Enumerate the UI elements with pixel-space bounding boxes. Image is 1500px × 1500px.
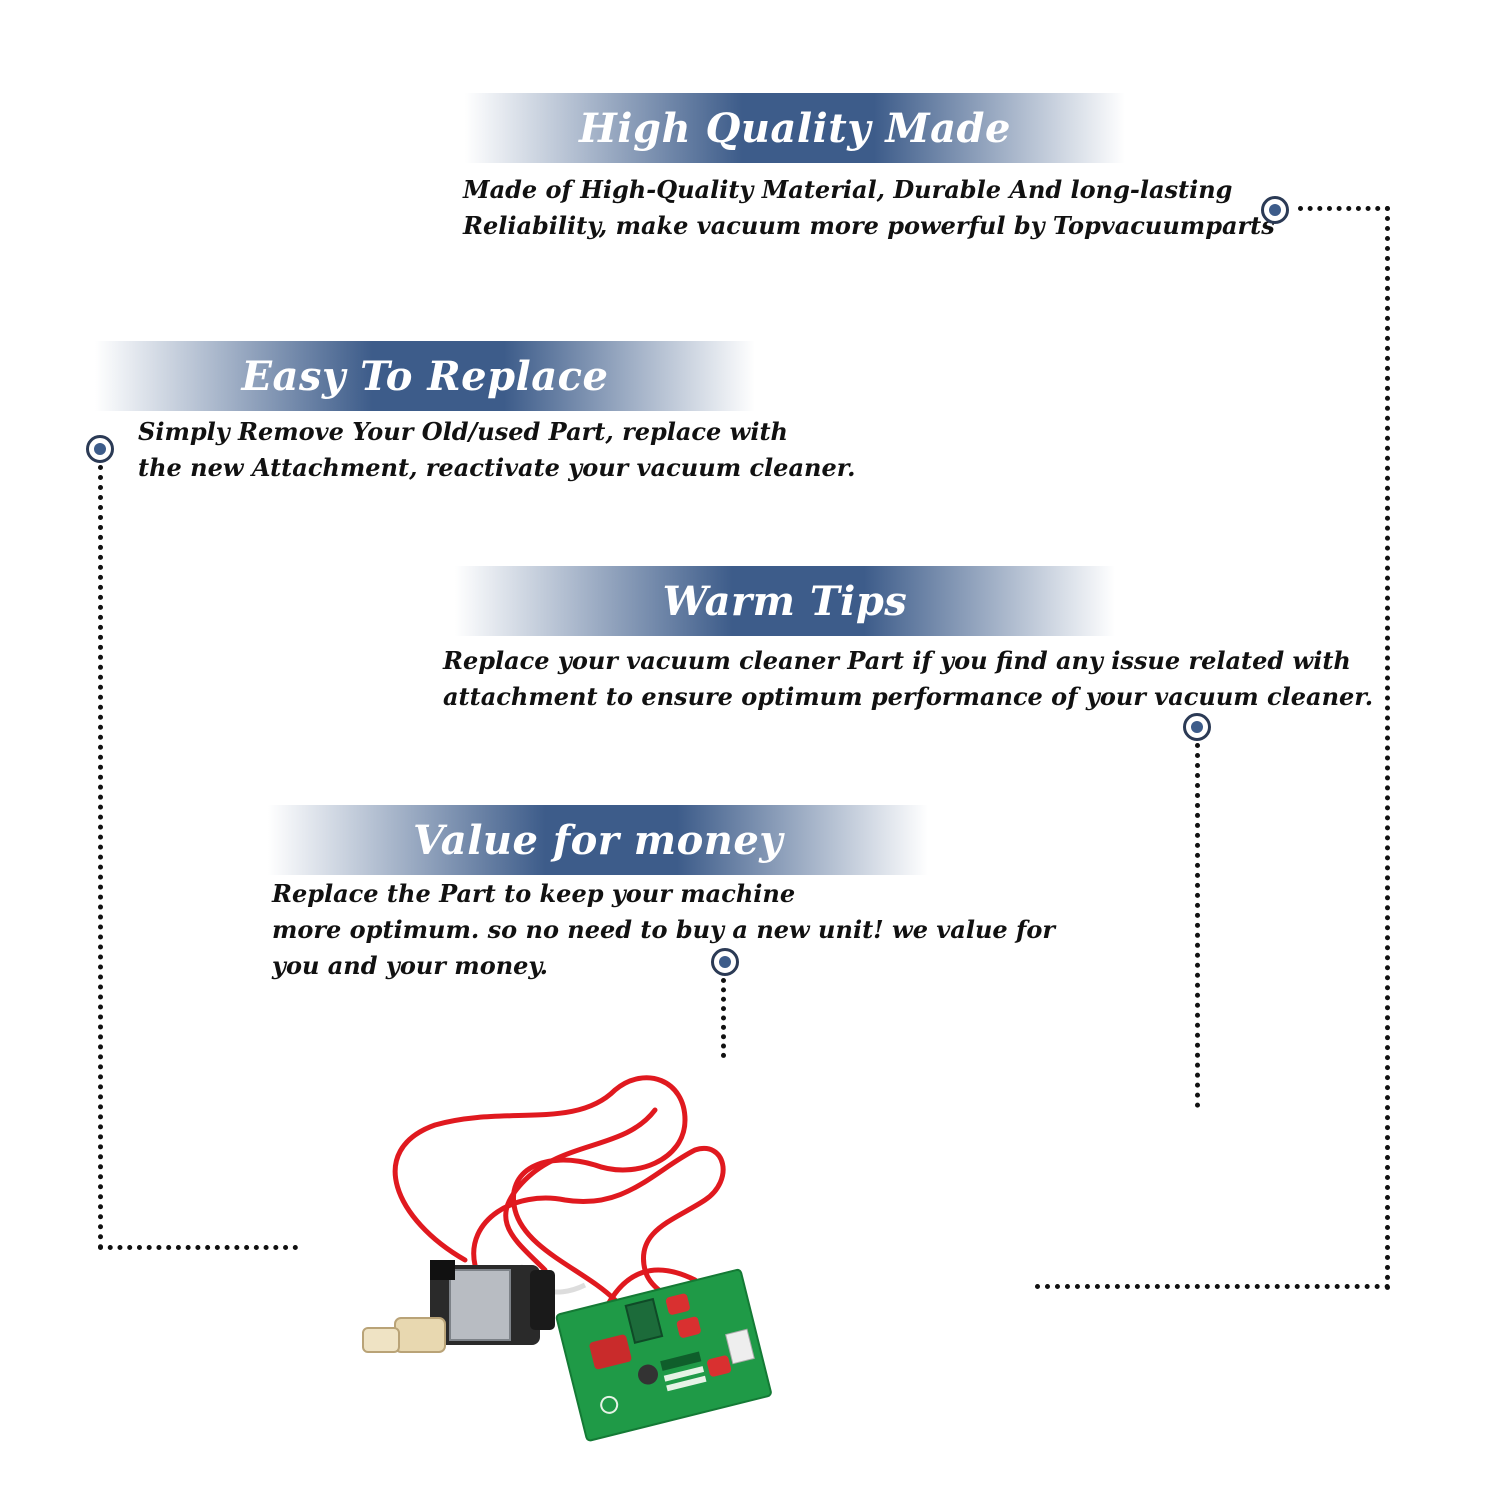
section-description: Replace the Part to keep your machine mo… [272,879,1055,980]
connector-line [1035,1284,1390,1294]
pump-body [362,1260,555,1353]
banner-high-quality: High Quality Made [465,93,1125,163]
marker-value-money [711,948,739,976]
banner-easy-replace: Easy To Replace [95,341,755,411]
section-title: Value for money [412,816,784,864]
connector-line [1298,206,1390,216]
connector-line [721,978,731,1058]
circuit-board [555,1268,772,1442]
section-description: Made of High-Quality Material, Durable A… [463,175,1275,240]
section-description: Replace your vacuum cleaner Part if you … [443,646,1374,711]
section-title: High Quality Made [579,104,1011,152]
banner-value-money: Value for money [268,805,928,875]
banner-warm-tips: Warm Tips [455,566,1115,636]
connector-line [98,1245,298,1255]
section-description: Simply Remove Your Old/used Part, replac… [138,417,856,482]
section-title: Easy To Replace [241,352,609,400]
connector-line [98,465,108,1250]
marker-high-quality [1261,196,1289,224]
connector-line [1195,743,1205,1108]
section-title: Warm Tips [662,577,908,625]
pump-and-circuit-board-image [362,1075,772,1442]
connector-line [1385,206,1395,1291]
marker-warm-tips [1183,713,1211,741]
marker-easy-replace [86,435,114,463]
